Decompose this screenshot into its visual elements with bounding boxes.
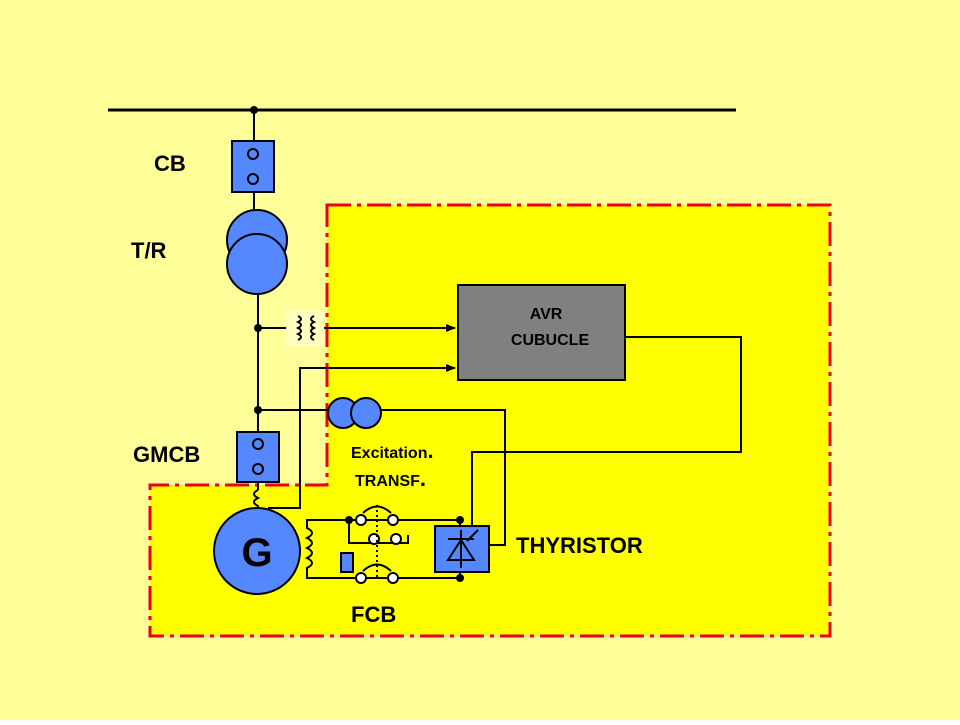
generator-label: G — [241, 531, 272, 575]
ct-signal-line — [268, 364, 456, 509]
gmcb-breaker — [236, 431, 280, 483]
avr-label-line1: AVR — [530, 306, 563, 323]
cb-breaker — [231, 140, 275, 193]
avr-label-line2: CUBUCLE — [511, 332, 590, 349]
main-transformer — [226, 209, 288, 295]
fcb-breaker — [320, 505, 464, 584]
excitation-label-line2: TRANSF. — [355, 466, 426, 491]
excitation-zone — [148, 203, 832, 638]
avr-cubicle: AVR CUBUCLE — [457, 284, 626, 381]
fcb-label: FCB — [351, 602, 396, 627]
field-winding — [304, 519, 320, 579]
tr-label: T/R — [131, 238, 167, 263]
generator: G — [213, 507, 301, 595]
cb-label: CB — [154, 151, 186, 176]
excitation-label-line1: Excitation. — [351, 438, 434, 463]
excitation-transformer — [254, 397, 506, 546]
stator-coil — [253, 489, 261, 516]
avr-control-line — [471, 336, 742, 530]
potential-transformer — [254, 310, 456, 346]
thyristor — [434, 520, 490, 578]
thyristor-label: THYRISTOR — [516, 533, 643, 558]
gmcb-label: GMCB — [133, 442, 200, 467]
